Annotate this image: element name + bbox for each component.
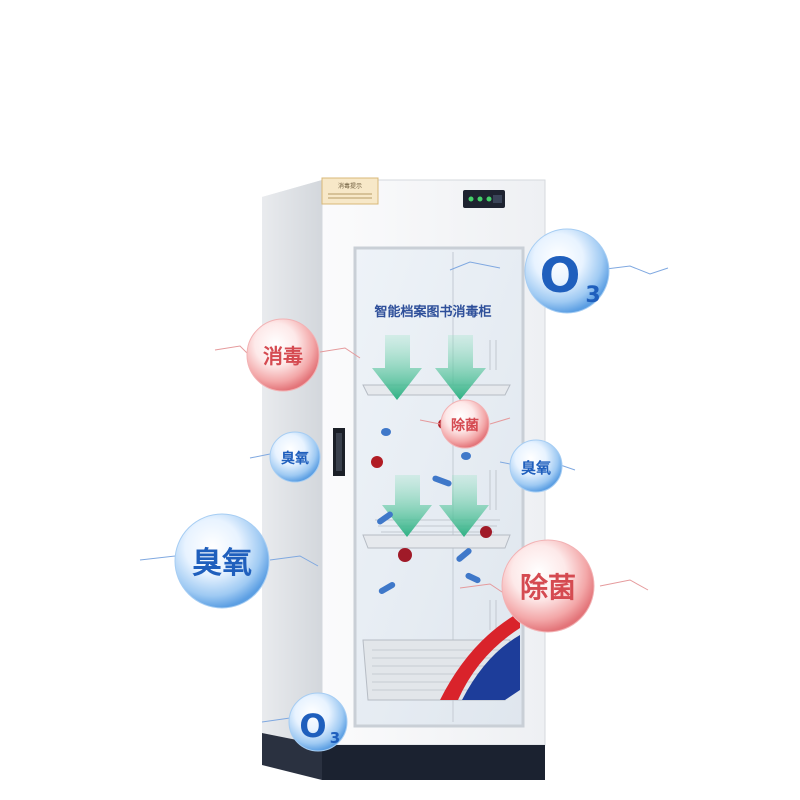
bubble-o3-small: O 3 <box>288 692 348 752</box>
sterilize-large-label: 除菌 <box>520 571 576 604</box>
bacteria-icon <box>432 475 452 487</box>
o3-small-sub: 3 <box>330 729 340 747</box>
arrow-down-icon <box>382 475 432 537</box>
bacteria-icon <box>456 548 472 562</box>
disinfect-label: 消毒 <box>263 344 303 368</box>
airflow-arrows <box>372 335 489 537</box>
virus-icon <box>371 456 383 468</box>
brand-stripe-blue <box>462 635 520 700</box>
o3-large-sub: 3 <box>585 283 600 308</box>
ozone-right-small-label: 臭氧 <box>521 459 551 477</box>
shelf-2 <box>362 534 511 549</box>
warning-label-plate <box>321 177 379 205</box>
virus-icon <box>398 548 412 562</box>
bacteria-icon <box>377 511 393 525</box>
virus-icon <box>480 526 492 538</box>
start-button[interactable] <box>477 196 483 202</box>
display-screen <box>493 195 502 203</box>
bubble-sterilize-small: 除菌 <box>440 399 490 449</box>
bubble-ozone-right-small: 臭氧 <box>509 439 563 493</box>
bubble-ozone-left-large: 臭氧 <box>174 513 270 609</box>
arrow-down-icon <box>372 335 422 400</box>
arrow-down-icon <box>435 335 486 400</box>
bacteria-icon <box>465 572 481 584</box>
arrow-down-icon <box>439 475 489 537</box>
bubble-ozone-left-small: 臭氧 <box>269 431 321 483</box>
bacteria-icon <box>378 582 396 594</box>
sterilize-small-label: 除菌 <box>451 417 479 434</box>
bubble-o3-large: O 3 <box>524 228 610 314</box>
door-title: 智能档案图书消毒柜 <box>374 304 491 320</box>
ozone-left-small-label: 臭氧 <box>281 450 309 467</box>
bacteria-icon <box>461 452 471 460</box>
ozone-left-large-label: 臭氧 <box>192 546 252 581</box>
shelf-1 <box>362 384 511 396</box>
cabinet: 消毒提示 <box>262 177 546 780</box>
o3-large-main: O <box>540 248 581 304</box>
power-button[interactable] <box>468 196 474 202</box>
o3-small-main: O <box>299 707 326 745</box>
brand-stripe-red <box>440 612 520 700</box>
rack-slots <box>489 340 497 630</box>
cabinet-base <box>322 745 545 780</box>
bubble-disinfect: 消毒 <box>246 318 320 392</box>
control-panel <box>463 190 505 208</box>
bubble-sterilize-large: 除菌 <box>501 539 595 633</box>
warning-label-title: 消毒提示 <box>338 182 362 190</box>
stop-button[interactable] <box>486 196 492 202</box>
bacteria-icon <box>381 428 391 436</box>
